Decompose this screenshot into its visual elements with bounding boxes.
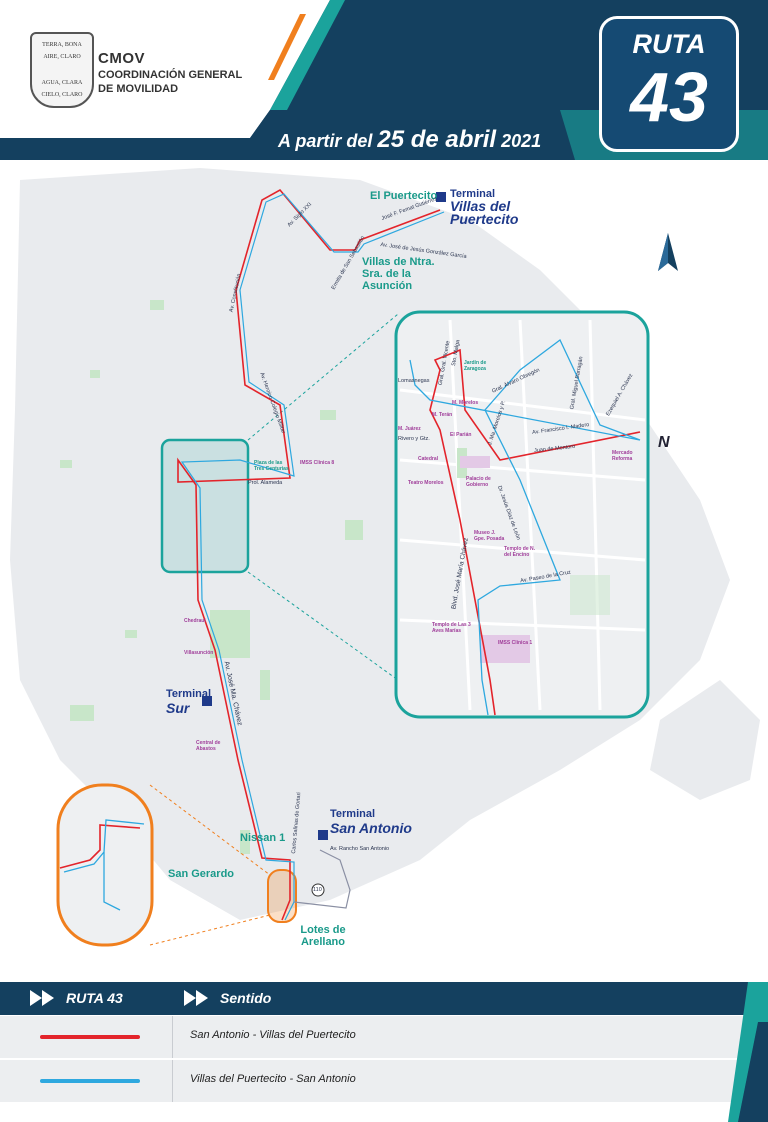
zoom-area-center <box>160 438 250 574</box>
inset-poi-imss-clinica: IMSS Clínica 1 <box>498 640 533 646</box>
area-san-gerardo: San Gerardo <box>168 868 235 880</box>
inset-route-blue <box>409 339 641 716</box>
poi-villasuncion: Villasunción <box>184 650 214 656</box>
inset-poi-jardin-zaragoza: Jardín de Zaragoza <box>464 360 487 372</box>
legend-row-blue: Villas del Puertecito - San Antonio <box>0 1060 748 1102</box>
terminal-sanantonio-name: San Antonio <box>330 820 412 836</box>
route-blue-main <box>180 193 445 921</box>
route-red-main <box>177 188 441 921</box>
date-prefix: A partir del <box>278 131 373 151</box>
inset-south-red <box>59 824 141 869</box>
street-rancho-san-antonio: Av. Rancho San Antonio <box>330 846 390 852</box>
legend-label-red: San Antonio - Villas del Puertecito <box>190 1029 356 1041</box>
route-south-loop <box>293 849 351 909</box>
date-year: 2021 <box>501 131 542 151</box>
poi-chedraui: Chedraui <box>184 618 206 624</box>
inset-street-lomasnegas: Lomasnegas <box>398 378 430 384</box>
inset-south <box>56 783 154 947</box>
area-nissan: Nissan 1 <box>240 832 286 844</box>
effective-date: A partir del 25 de abril 2021 <box>278 126 541 154</box>
road-marker-110 <box>311 883 325 897</box>
inset-route-red <box>429 348 641 716</box>
org-name: CMOV <box>98 50 145 67</box>
seal-text-2: AIRE, CLARO <box>43 54 81 60</box>
terminal-puertecito: Terminal Villas del Puertecito <box>450 188 530 226</box>
inset-poi-m-teran: M. Terán <box>432 412 453 418</box>
area-lotes-arellano: Lotes de Arellano <box>300 924 346 948</box>
poi-central-abastos: Central de Abastos <box>196 740 221 752</box>
area-villas-asuncion: Villas de Ntra. Sra. de la Asunción <box>362 256 435 292</box>
legend-line-blue <box>40 1079 140 1083</box>
east-area <box>650 680 760 800</box>
inset-poi-el-parian: El Parián <box>450 432 472 438</box>
inset-poi-m-morelos: M. Morelos <box>452 400 479 406</box>
terminal-puertecito-name: Villas del Puertecito <box>450 198 519 227</box>
inset-poi-mercado-reforma: Mercado Reforma <box>612 450 633 462</box>
compass-arrow-icon <box>653 233 683 271</box>
legend-row-red: San Antonio - Villas del Puertecito <box>0 1016 748 1058</box>
terminal-sur: Terminal Sur <box>166 688 211 716</box>
zoom-area-south <box>267 869 297 923</box>
coat-of-arms-icon: TERRA, BONA AIRE, CLARO AGUA, CLARA CIEL… <box>30 32 94 108</box>
inset-poi-templo-encino: Templo de N. del Encino <box>504 546 536 558</box>
header: TERRA, BONA AIRE, CLARO AGUA, CLARA CIEL… <box>0 0 768 160</box>
route-map: El Puertecito Terminal Villas del Puerte… <box>0 160 768 980</box>
terminal-puertecito-small: Terminal <box>450 188 496 200</box>
north-label: N <box>658 434 670 451</box>
terminal-marker-sanantonio <box>318 830 328 840</box>
double-chevron-icon <box>30 990 60 1006</box>
legend-divider <box>172 1060 173 1102</box>
inset-poi-catedral: Catedral <box>418 456 439 462</box>
legend-corner-decoration <box>728 982 768 1122</box>
org-subtitle: COORDINACIÓN GENERAL DE MOVILIDAD <box>98 69 243 95</box>
inset-poi-templo-aves: Templo de Las 3 Aves Marías <box>432 622 471 634</box>
street-prol-alameda: Prol. Alameda <box>248 480 283 486</box>
inset-poi-museo-posada: Museo J. Gpe. Posada <box>474 530 505 542</box>
parks <box>60 300 363 854</box>
route-word: RUTA <box>632 29 706 59</box>
legend-label-blue: Villas del Puertecito - San Antonio <box>190 1073 356 1085</box>
route-number: 43 <box>630 58 708 136</box>
terminal-san-antonio: Terminal San Antonio <box>330 808 412 836</box>
poi-plaza-centurias: Plaza de las Tres Centurias <box>254 460 289 472</box>
terminal-sanantonio-small: Terminal <box>330 808 376 820</box>
inset-poi-teatro-morelos: Teatro Morelos <box>408 480 444 486</box>
terminal-sur-small: Terminal <box>166 688 212 700</box>
inset-poi-palacio: Palacio de Gobierno <box>466 476 491 488</box>
inset-street-rivero: Rivero y Gtz. <box>398 436 430 442</box>
inset-poi-m-juarez: M. Juárez <box>398 426 421 432</box>
terminal-sur-name: Sur <box>166 700 190 716</box>
area-el-puertecito: El Puertecito <box>370 190 438 202</box>
seal-text-3: AGUA, CLARA <box>41 80 83 86</box>
inset-south-blue-2 <box>103 852 121 911</box>
route-badge: RUTA 43 <box>599 16 739 152</box>
legend-direction-title: Sentido <box>220 990 272 1006</box>
legend-route-title: RUTA 43 <box>66 990 123 1006</box>
terminal-marker-sur <box>202 696 212 706</box>
terminal-marker-puertecito <box>436 192 446 202</box>
legend-header: RUTA 43 Sentido <box>0 982 748 1015</box>
legend-divider <box>172 1016 173 1058</box>
poi-imss-8: IMSS Clínica 8 <box>300 460 335 466</box>
seal-text-1: TERRA, BONA <box>42 42 82 48</box>
legend: RUTA 43 Sentido San Antonio - Villas del… <box>0 982 768 1122</box>
road-110-label: 110 <box>313 887 322 893</box>
double-chevron-icon <box>184 990 214 1006</box>
legend-line-red <box>40 1035 140 1039</box>
date-main: 25 de abril <box>377 126 497 153</box>
map-canvas <box>10 168 760 947</box>
inset-streets <box>399 319 646 711</box>
seal-text-4: CIELO, CLARO <box>41 92 83 98</box>
